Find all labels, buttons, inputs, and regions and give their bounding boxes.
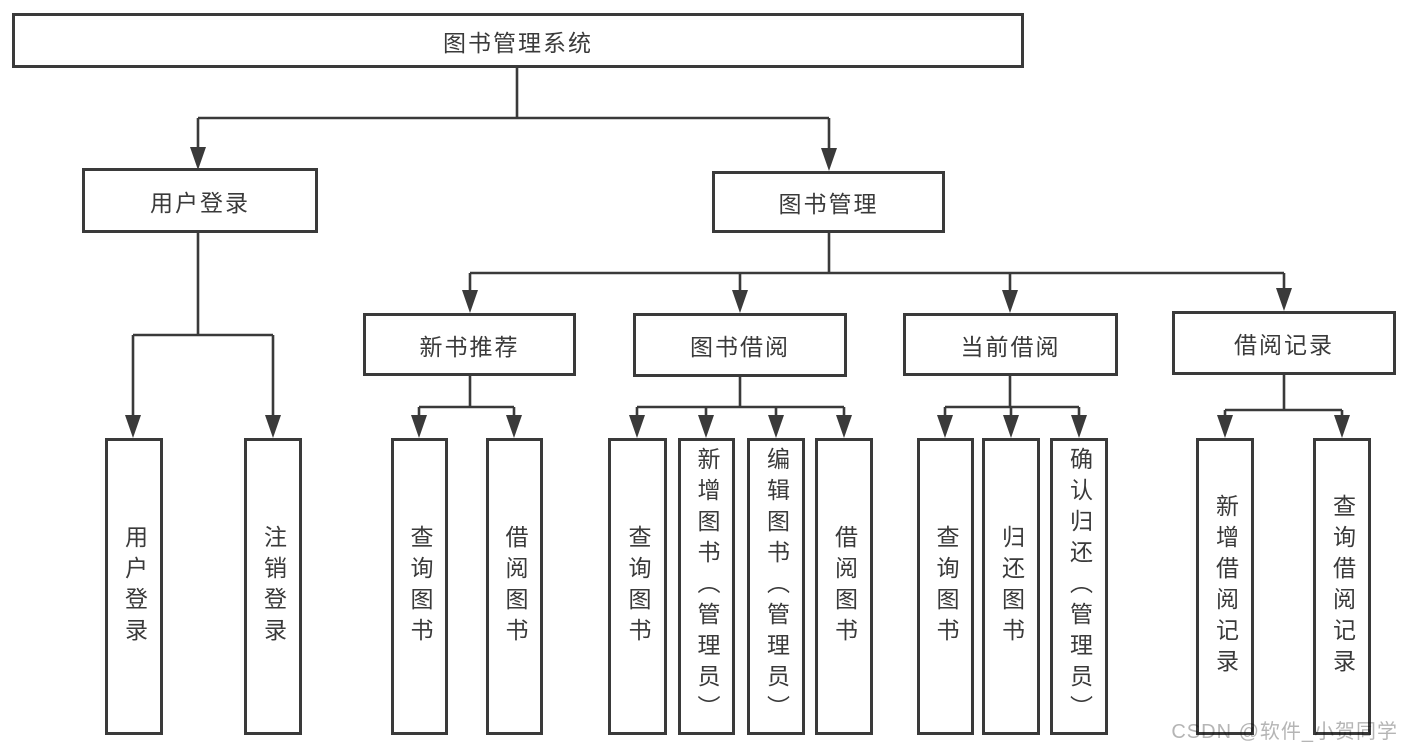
- arrowheads: [125, 147, 1350, 438]
- leaf-label: 借阅图书: [831, 524, 858, 649]
- node-label: 图书管理系统: [443, 29, 593, 56]
- csdn-watermark: CSDN @软件_小贺同学: [1171, 721, 1398, 743]
- leaf-confirm-return-admin: 确认归还（管理员）: [1050, 438, 1108, 735]
- leaf-query-books-current: 查询图书: [917, 438, 974, 735]
- leaf-label: 借阅图书: [502, 524, 528, 649]
- leaf-borrow-books-recommend: 借阅图书: [486, 438, 543, 735]
- node-book-borrowing: 图书借阅: [633, 313, 847, 377]
- leaf-logout: 注销登录: [244, 438, 302, 735]
- leaf-label: 归还图书: [998, 524, 1025, 649]
- node-label: 当前借阅: [960, 333, 1061, 360]
- leaf-label: 用户登录: [121, 524, 148, 649]
- leaf-query-borrow-record: 查询借阅记录: [1313, 438, 1371, 735]
- leaf-edit-books-admin: 编辑图书（管理员）: [747, 438, 805, 735]
- leaf-return-books: 归还图书: [982, 438, 1040, 735]
- leaf-add-books-admin: 新增图书（管理员）: [678, 438, 735, 735]
- leaf-label: 确认归还（管理员）: [1066, 447, 1093, 726]
- leaf-query-books-borrowing: 查询图书: [608, 438, 667, 735]
- leaf-query-books-recommend: 查询图书: [391, 438, 448, 735]
- node-label: 新书推荐: [419, 333, 520, 360]
- node-label: 图书借阅: [690, 334, 790, 360]
- node-new-book-recommend: 新书推荐: [363, 313, 576, 376]
- node-label: 借阅记录: [1234, 332, 1334, 358]
- leaf-label: 查询图书: [933, 524, 959, 649]
- leaf-label: 查询图书: [625, 524, 651, 649]
- leaf-add-borrow-record: 新增借阅记录: [1196, 438, 1254, 735]
- node-user-login: 用户登录: [82, 168, 318, 233]
- leaf-label: 编辑图书（管理员）: [763, 447, 790, 726]
- node-current-borrowing: 当前借阅: [903, 313, 1118, 376]
- node-book-management: 图书管理: [712, 171, 945, 233]
- node-label: 图书管理: [778, 191, 879, 217]
- node-label: 用户登录: [150, 189, 250, 216]
- leaf-label: 查询图书: [407, 524, 433, 649]
- leaf-user-login: 用户登录: [105, 438, 163, 735]
- leaf-borrow-books: 借阅图书: [815, 438, 873, 735]
- leaf-label: 查询借阅记录: [1329, 493, 1356, 680]
- node-library-management-system: 图书管理系统: [12, 13, 1024, 68]
- leaf-label: 注销登录: [260, 524, 287, 649]
- leaf-label: 新增图书（管理员）: [694, 447, 720, 726]
- leaf-label: 新增借阅记录: [1212, 493, 1239, 680]
- node-borrowing-records: 借阅记录: [1172, 311, 1396, 375]
